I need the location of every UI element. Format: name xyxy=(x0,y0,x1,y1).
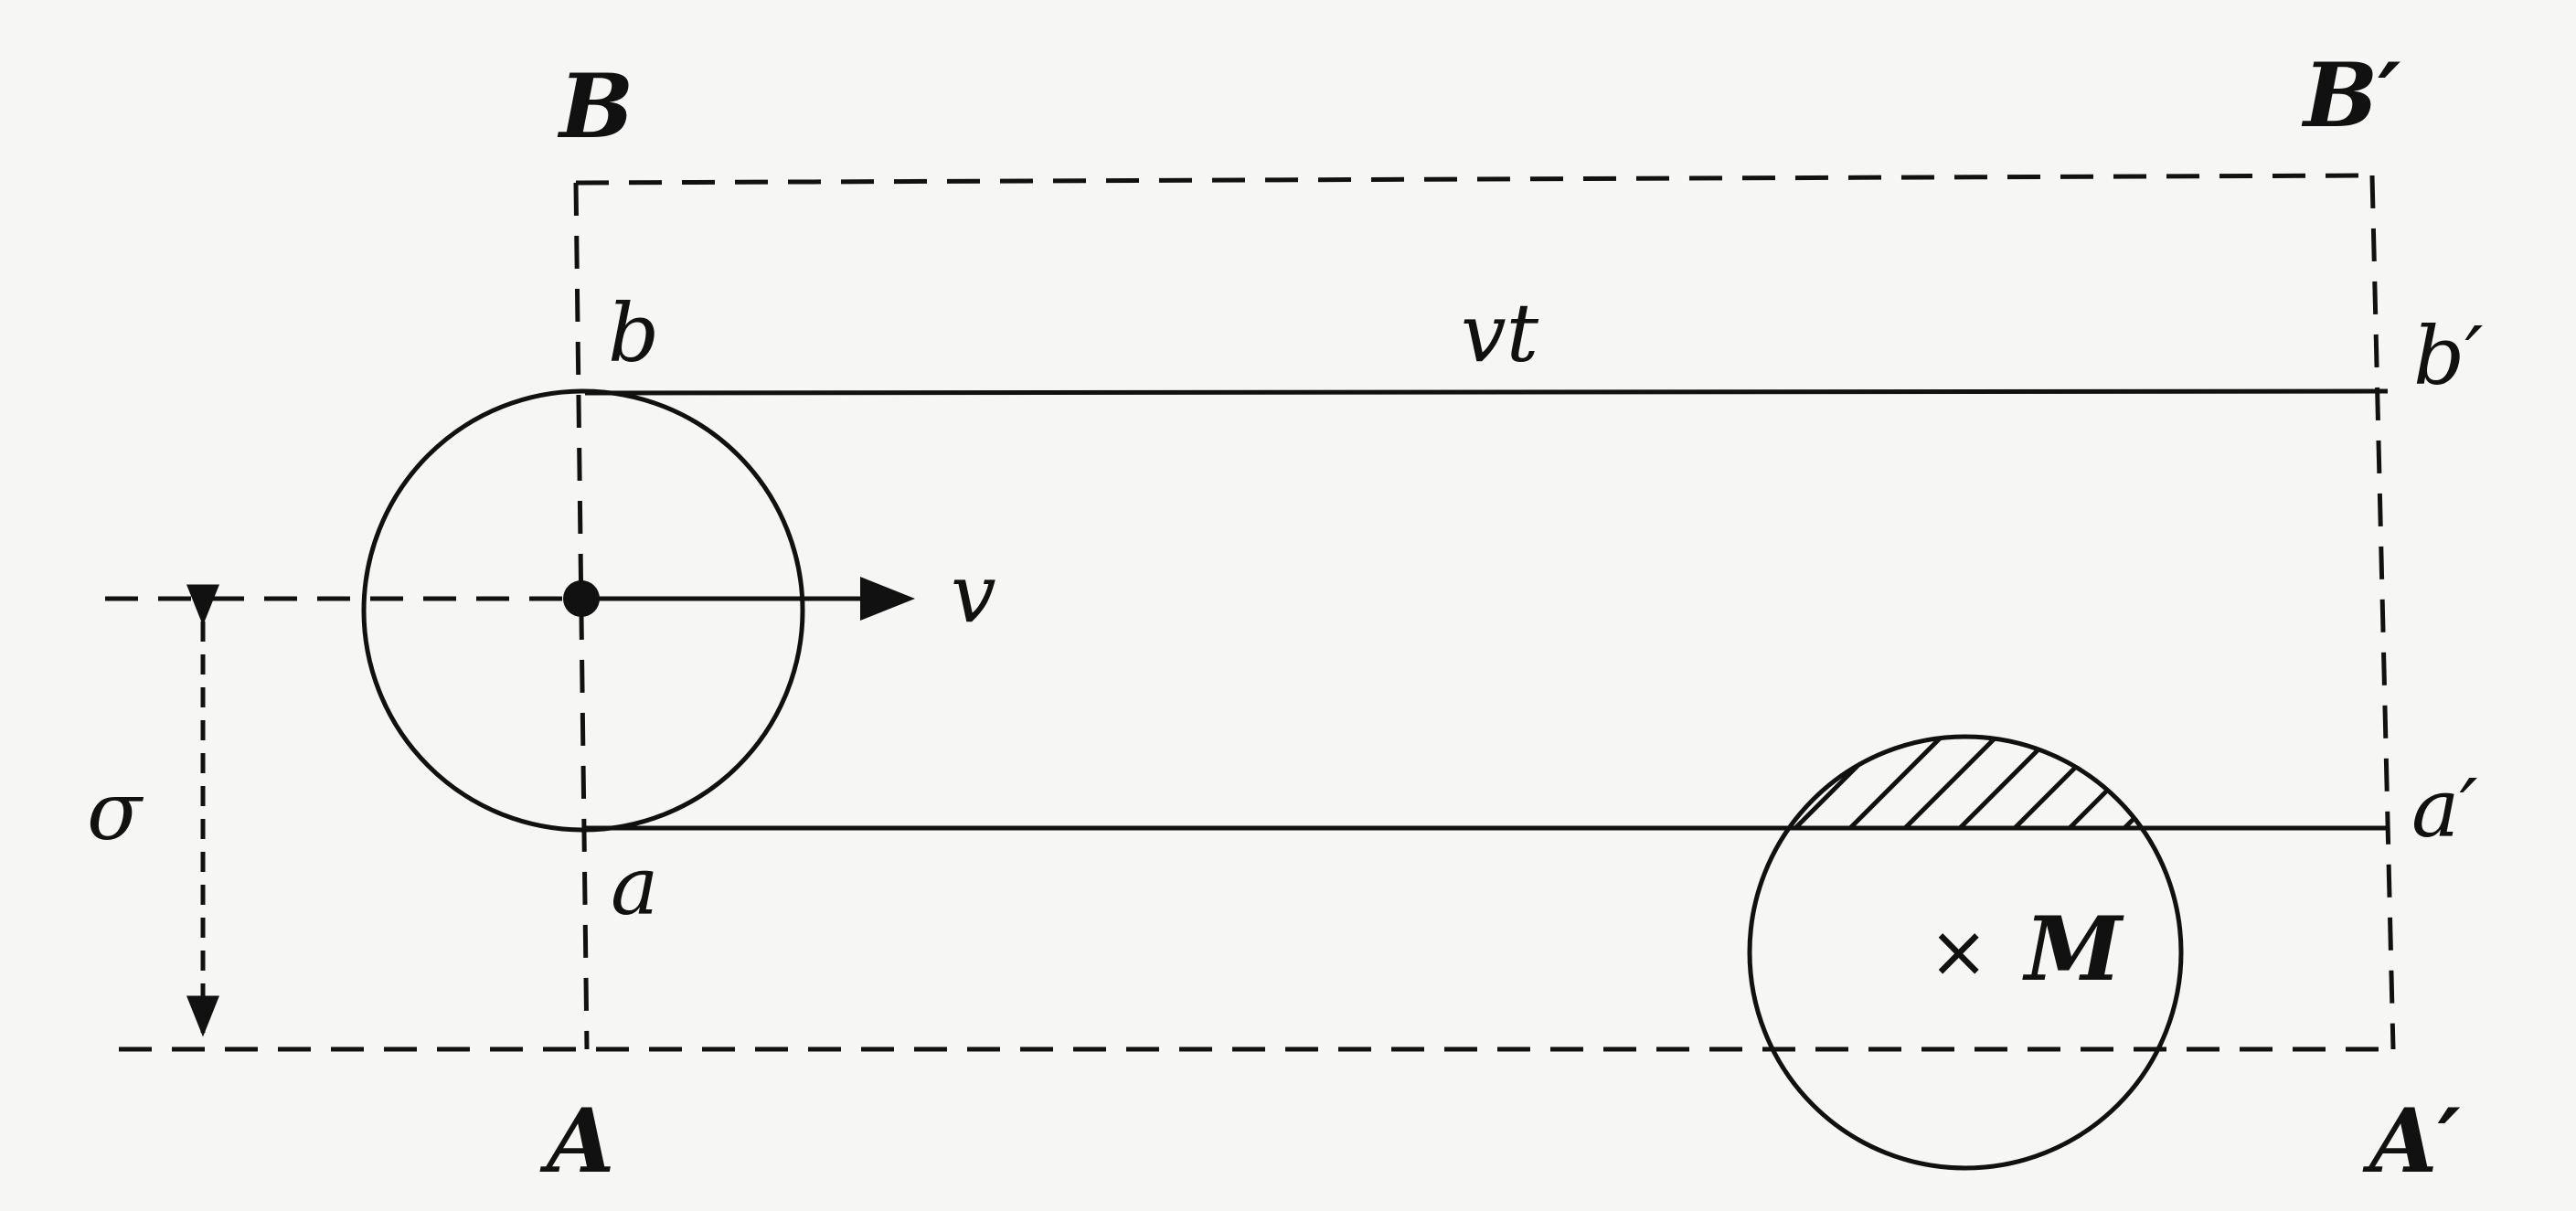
label-sigma: σ xyxy=(87,764,144,858)
label-A: A xyxy=(539,1089,614,1193)
label-B: B xyxy=(557,55,633,158)
molecule-center-dot xyxy=(563,580,600,617)
right-dashed-edge xyxy=(2369,175,2396,1050)
label-M: M xyxy=(2022,898,2124,1001)
top-dashed-edge xyxy=(575,173,2373,186)
moving-molecule-circle xyxy=(361,388,805,833)
label-b-prime: b′ xyxy=(2413,309,2483,403)
label-A-prime: A′ xyxy=(2362,1089,2461,1193)
label-b: b xyxy=(608,286,659,380)
cross-icon: × xyxy=(1929,911,1988,993)
path-line-b xyxy=(584,388,2389,396)
label-vt: vt xyxy=(1461,286,1539,380)
label-v: v xyxy=(951,547,996,641)
label-B-prime: B′ xyxy=(2301,44,2400,147)
label-a: a xyxy=(611,839,658,933)
label-a-prime: a′ xyxy=(2411,761,2477,855)
target-molecule-circle xyxy=(1747,734,2184,1171)
